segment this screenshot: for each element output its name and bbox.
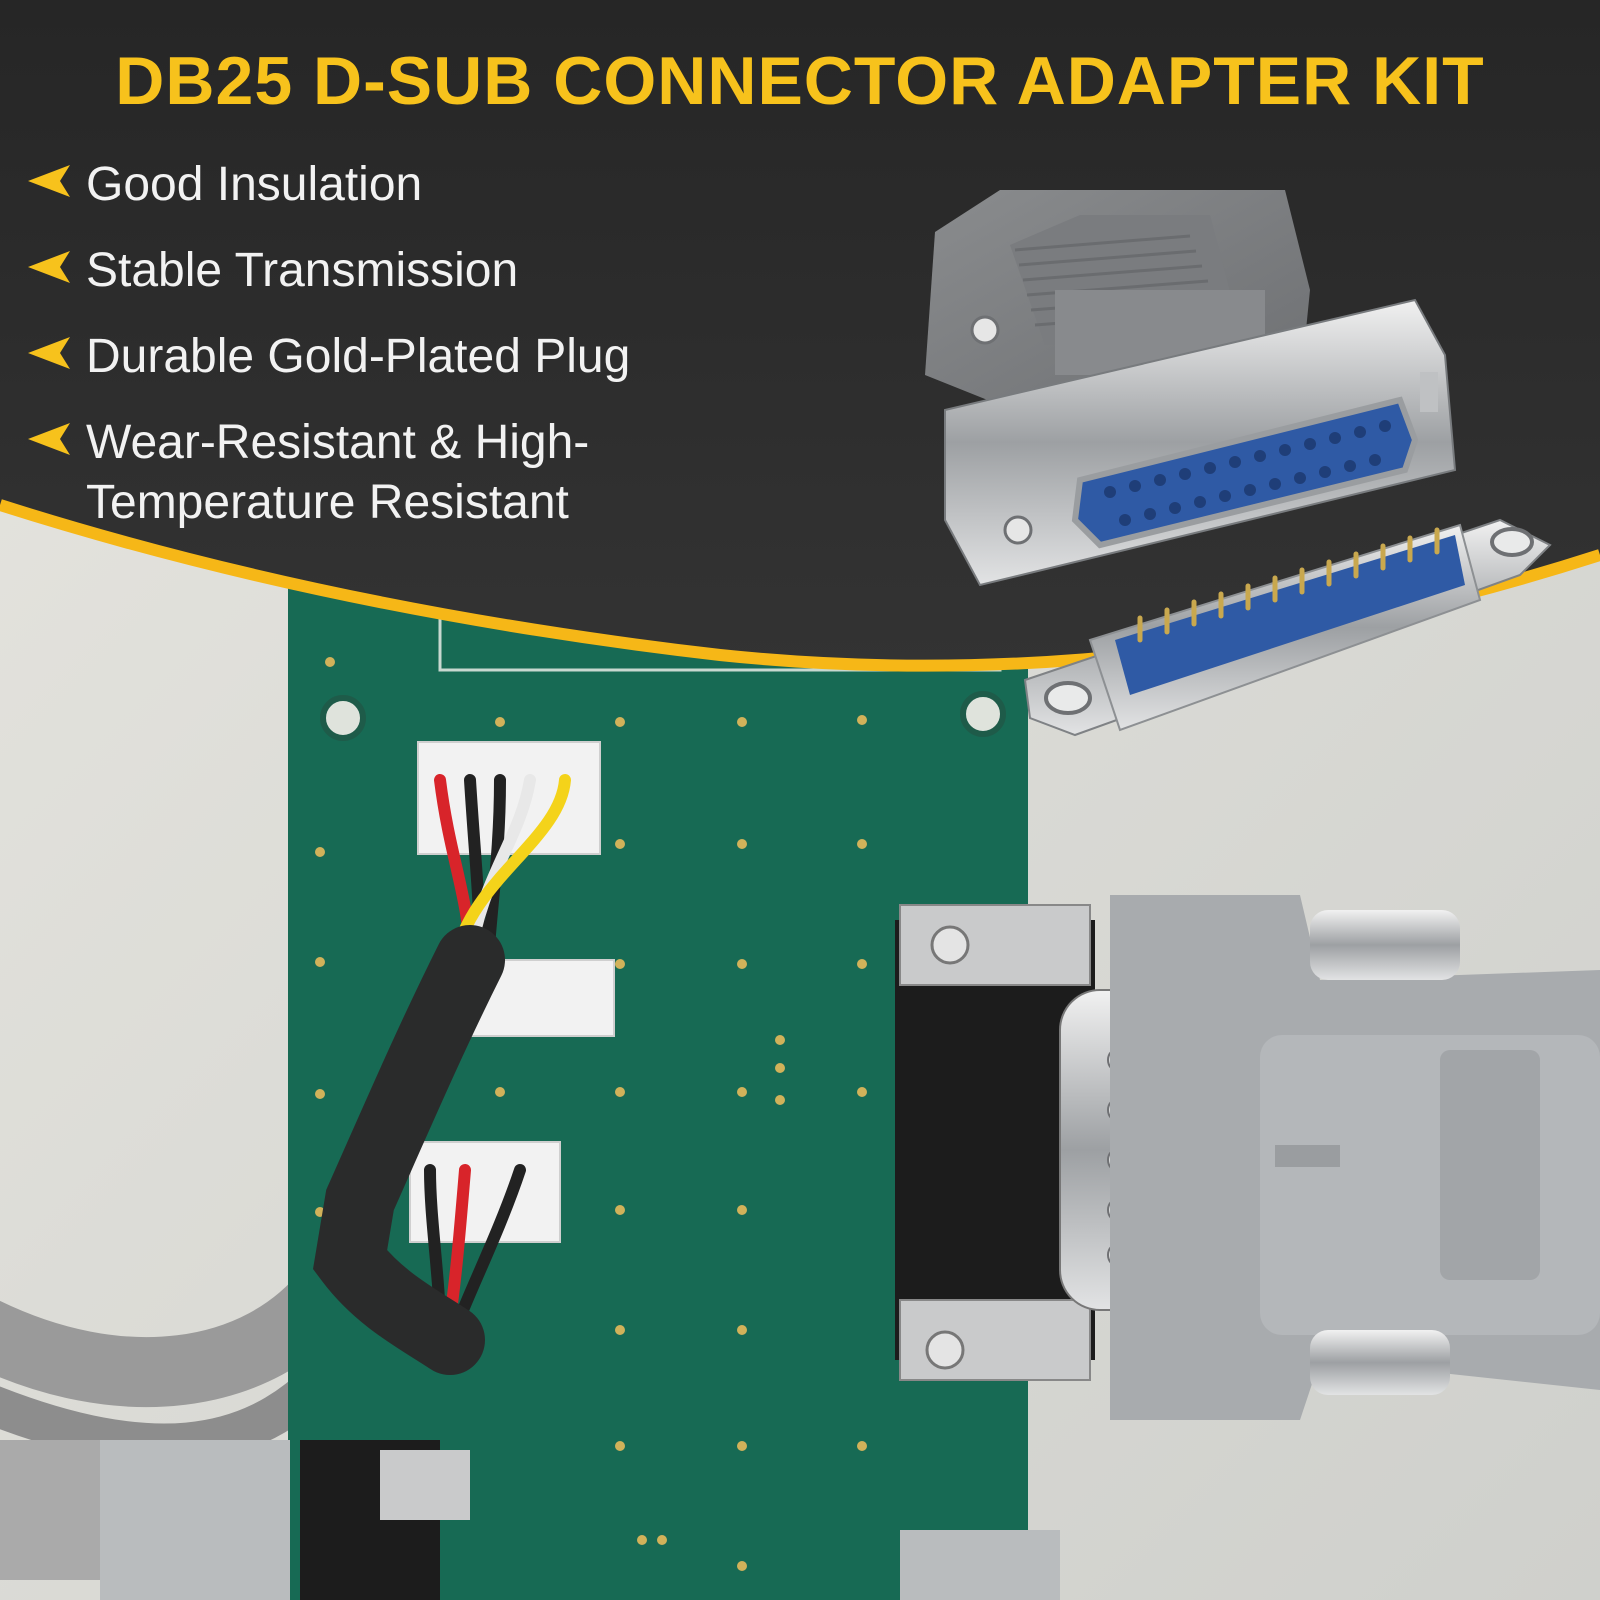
arrow-left-icon: [28, 165, 70, 197]
bottom-connector: [0, 1440, 1060, 1600]
feature-list: Good Insulation Stable Transmission Dura…: [24, 155, 686, 559]
arrow-left-icon: [28, 251, 70, 283]
feature-text: Good Insulation: [86, 158, 423, 211]
db25-male-connector: [1023, 518, 1552, 737]
arrow-left-icon: [28, 423, 70, 455]
feature-text: Durable Gold-Plated Plug: [86, 330, 631, 383]
heat-shrink: [313, 925, 505, 1375]
mounted-db-connector: [895, 895, 1600, 1420]
feature-text: Stable Transmission: [86, 244, 519, 297]
feature-item: Good Insulation: [24, 155, 686, 215]
feature-text: Wear-Resistant & High-Temperature Resist…: [86, 416, 590, 529]
feature-item: Stable Transmission: [24, 241, 686, 301]
feature-item: Wear-Resistant & High-Temperature Resist…: [24, 413, 686, 533]
feature-item: Durable Gold-Plated Plug: [24, 327, 686, 387]
arrow-left-icon: [28, 337, 70, 369]
page-title: DB25 D-SUB CONNECTOR ADAPTER KIT: [115, 43, 1485, 119]
db25-female-connector: [925, 190, 1457, 587]
